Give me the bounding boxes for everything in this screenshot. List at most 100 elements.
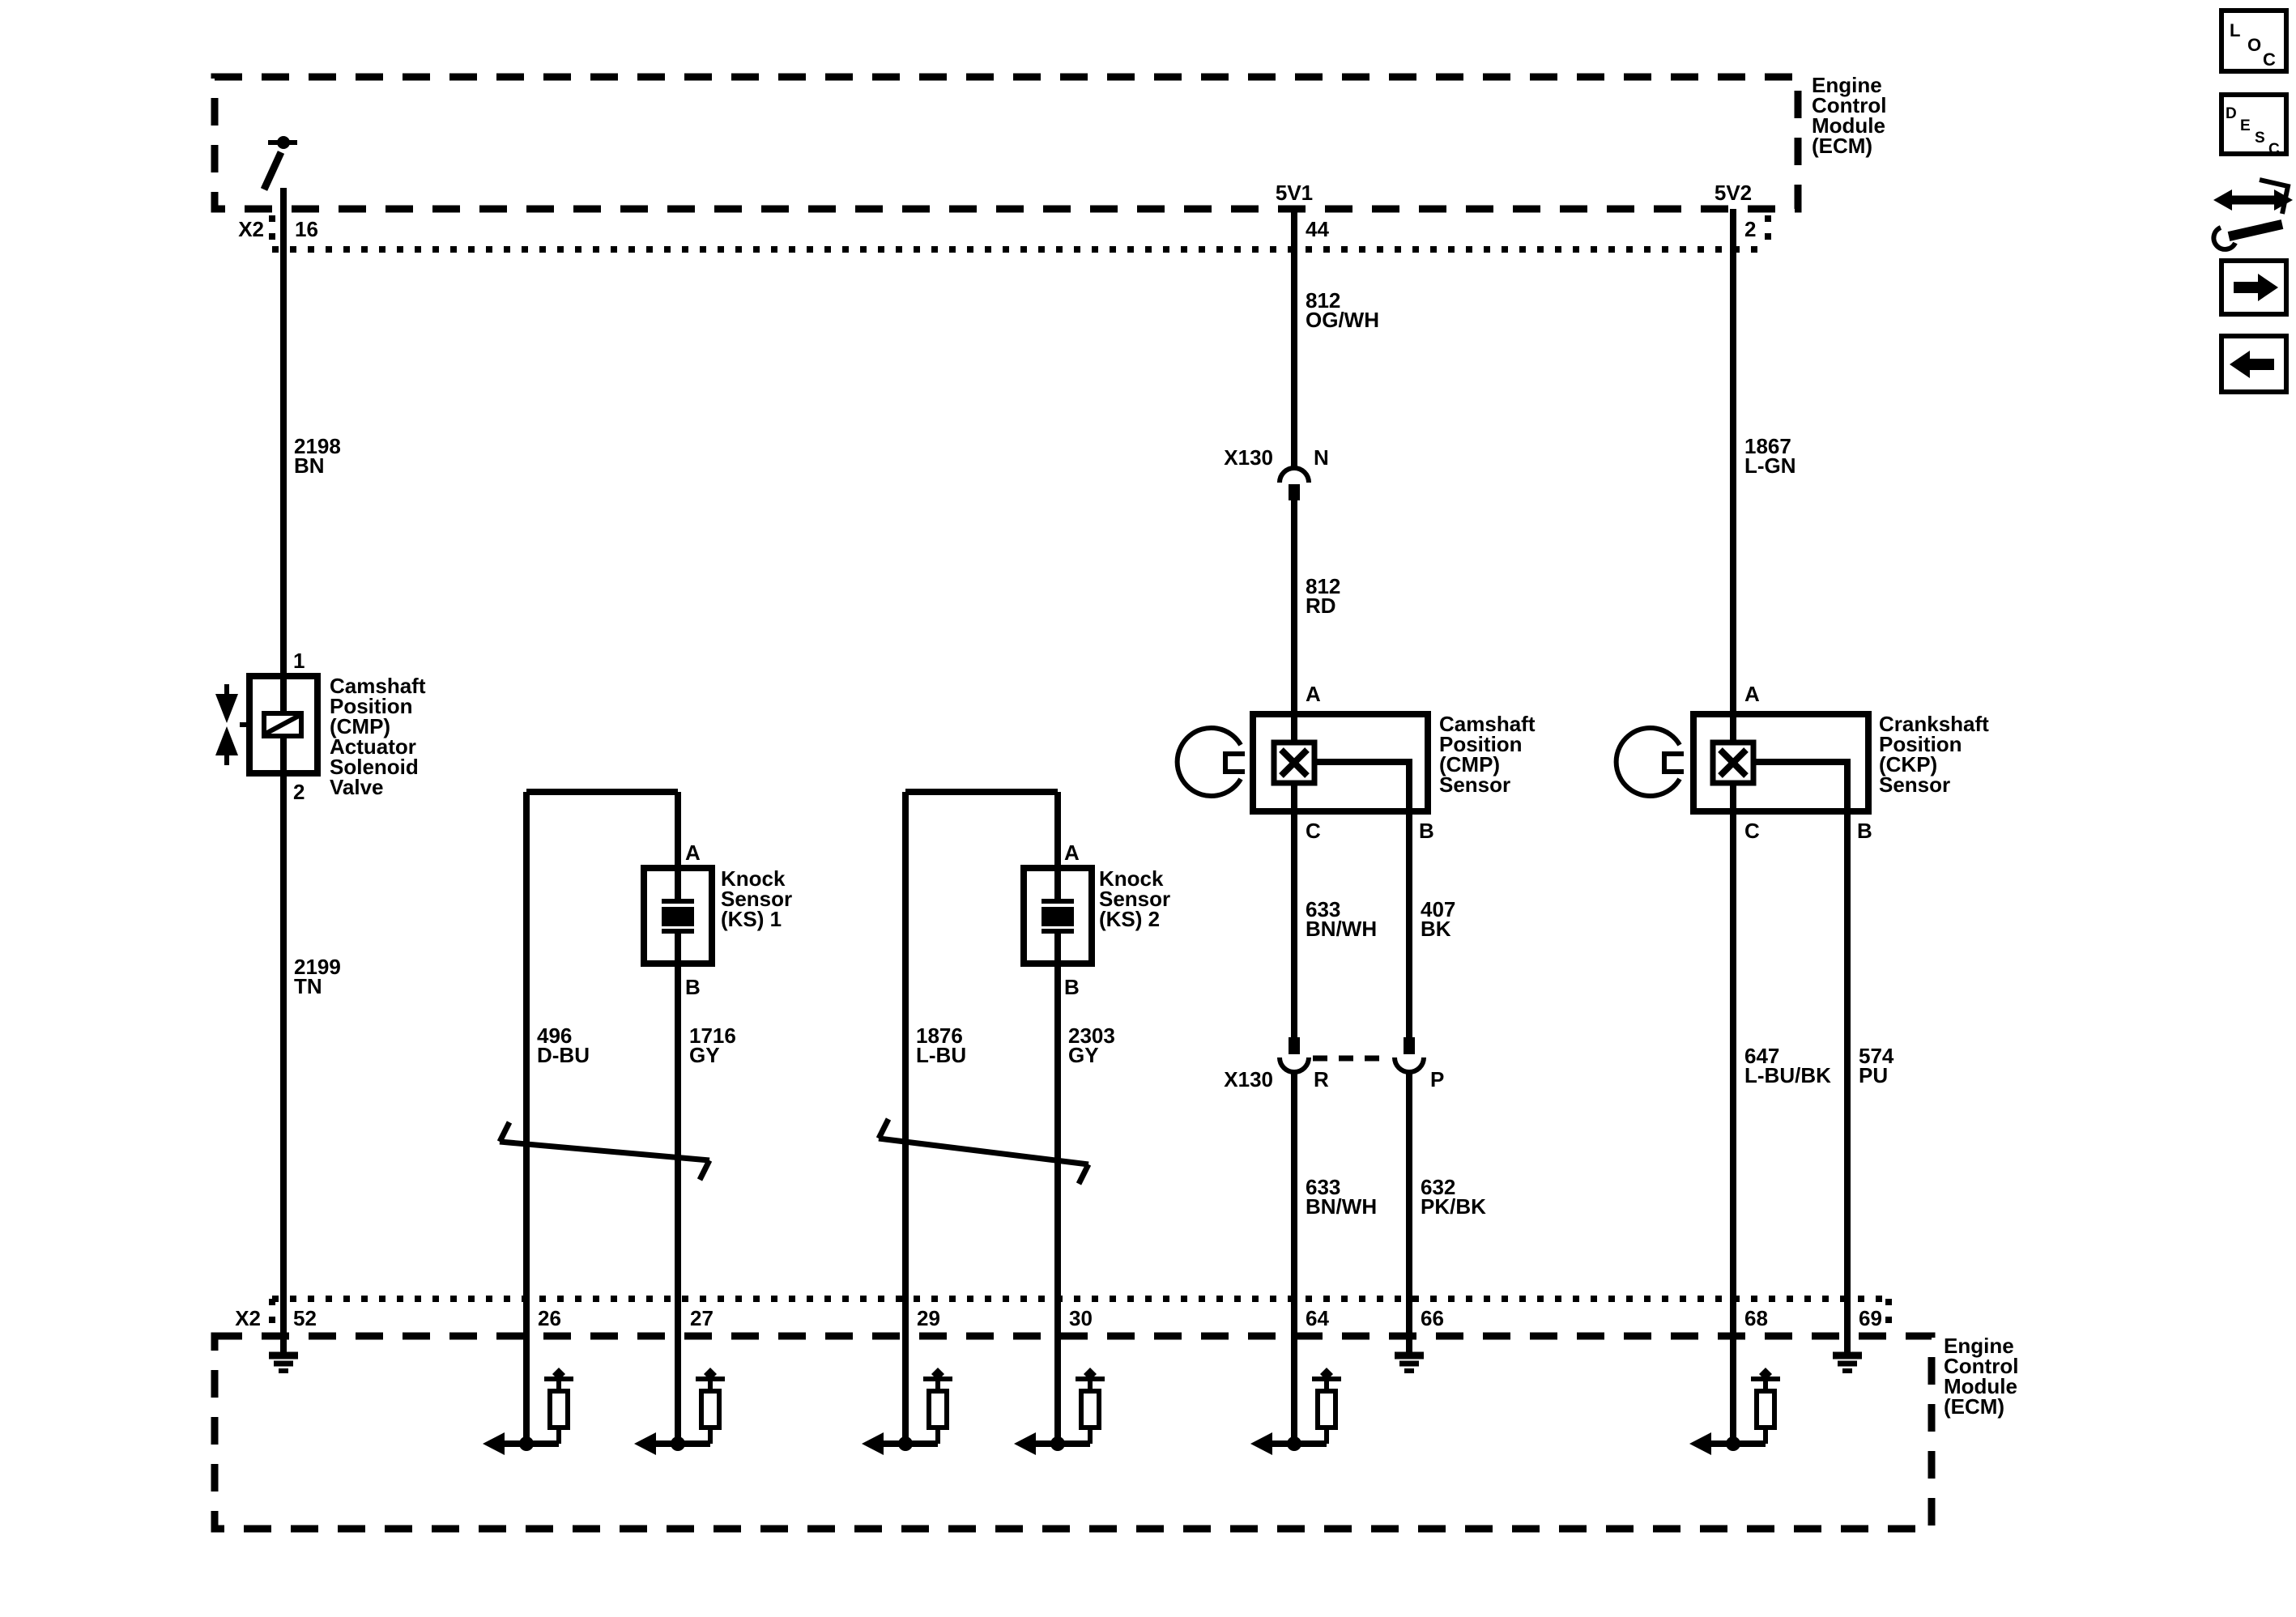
twisted-pair-symbol — [496, 1121, 713, 1181]
wire-color-code: PU — [1859, 1063, 1888, 1087]
component-label: Camshaft — [330, 674, 426, 698]
connector-x130-n: X130 N — [1224, 445, 1329, 500]
component-label: Knock — [1099, 866, 1164, 891]
ckp-sensor: A C B Crankshaft Position (CKP) Sensor 6… — [1617, 682, 1989, 1444]
ecm-bottom-label: (ECM) — [1944, 1394, 2004, 1419]
pin-number: 64 — [1306, 1306, 1329, 1330]
loc-button[interactable]: L O C — [2219, 8, 2289, 74]
pin-number: 1 — [293, 649, 305, 673]
wire-circuit-number: 407 — [1421, 897, 1455, 921]
pin-letter: P — [1430, 1067, 1444, 1091]
ecm-driver-switch — [260, 136, 297, 191]
wrench-arrows-icon — [2211, 177, 2293, 252]
ecm-top-label: (ECM) — [1812, 134, 1872, 158]
pin-number: 16 — [295, 217, 318, 241]
desc-letter: C — [2268, 141, 2280, 158]
forward-button[interactable] — [2219, 258, 2289, 317]
inline-connector-icon — [1280, 1037, 1309, 1072]
loc-letter: L — [2230, 20, 2240, 40]
component-label: Camshaft — [1439, 712, 1536, 736]
loc-letter: C — [2263, 49, 2276, 70]
pin-letter: C — [1744, 819, 1760, 843]
pin-number: 69 — [1859, 1306, 1882, 1330]
pin-number: 30 — [1069, 1306, 1093, 1330]
connector-name: X2 — [235, 1306, 261, 1330]
wire-color-code: GY — [689, 1043, 720, 1067]
component-label: Position — [330, 694, 413, 718]
wire-5v1-branch: 812 OG/WH 812 RD — [1291, 209, 1379, 743]
component-label: (CMP) — [1439, 752, 1500, 777]
pin-letter: B — [1857, 819, 1872, 843]
desc-letter: E — [2240, 117, 2251, 134]
wire-color-code: BN — [294, 453, 325, 478]
wire-1867-lgn: 1867 L-GN — [1730, 209, 1796, 743]
ecm-top-label: Engine — [1812, 73, 1882, 97]
knock-sensor-2-circuit: A B Knock Sensor (KS) 2 1876 L-BU 2303 G… — [875, 789, 1170, 1444]
cmp-sensor: A C B Camshaft Position (CMP) Sensor 633… — [1178, 682, 1536, 1037]
wire-color-code: BN/WH — [1306, 917, 1377, 941]
desc-letter: D — [2226, 105, 2237, 122]
loc-letter: O — [2247, 35, 2261, 55]
connector-name: X2 — [238, 217, 264, 241]
valve-symbol — [215, 684, 249, 765]
pin-number: 68 — [1744, 1306, 1768, 1330]
pin-letter: B — [1419, 819, 1434, 843]
rail-5v1-label: 5V1 — [1276, 181, 1313, 205]
wire-color-code: D-BU — [537, 1043, 590, 1067]
wire-color-code: L-BU/BK — [1744, 1063, 1831, 1087]
sensor-element-icon — [1274, 743, 1314, 783]
pin-letter: A — [1064, 840, 1080, 865]
pin-number: 66 — [1421, 1306, 1444, 1330]
pin-letter: B — [685, 975, 701, 999]
wire-color-code: BN/WH — [1306, 1194, 1377, 1219]
component-label: Valve — [330, 775, 384, 799]
wire-color-code: OG/WH — [1306, 308, 1379, 332]
pin-number: 26 — [538, 1306, 561, 1330]
cmp-actuator-solenoid-valve: 1 2 Camshaft Position (CMP) Actuator Sol… — [215, 649, 426, 804]
repair-procedure-button[interactable] — [2211, 177, 2293, 252]
component-label: (KS) 1 — [721, 907, 782, 931]
twisted-pair-symbol — [875, 1117, 1092, 1185]
connector-name: X130 — [1224, 445, 1273, 470]
left-arrow-icon — [2230, 351, 2274, 378]
pin-number: 27 — [690, 1306, 714, 1330]
pin-letter: B — [1064, 975, 1080, 999]
component-label: Actuator — [330, 734, 416, 759]
reluctor-ring-icon — [1178, 728, 1245, 796]
component-label: Crankshaft — [1879, 712, 1989, 736]
pin-letter: A — [1306, 682, 1321, 706]
wire-circuit-number: 496 — [537, 1023, 572, 1048]
wire-circuit-number: 647 — [1744, 1044, 1779, 1068]
wire-circuit-number: 1876 — [916, 1023, 963, 1048]
back-button[interactable] — [2219, 334, 2289, 394]
ground-symbol — [1833, 1355, 1862, 1371]
ecm-top-label: Control — [1812, 93, 1886, 117]
wire-color-code: RD — [1306, 594, 1336, 618]
ecm-top-label: Module — [1812, 113, 1885, 138]
component-label: Sensor — [1439, 772, 1510, 797]
wire-circuit-number: 2198 — [294, 434, 341, 458]
pin-letter: C — [1306, 819, 1321, 843]
ecm-bottom-label: Control — [1944, 1354, 2018, 1378]
wire-circuit-number: 1716 — [689, 1023, 736, 1048]
piezo-element — [1042, 868, 1074, 964]
component-label: (KS) 2 — [1099, 907, 1160, 931]
reluctor-ring-icon — [1617, 728, 1684, 796]
right-arrow-icon — [2234, 274, 2278, 301]
desc-letter: S — [2255, 130, 2265, 147]
desc-button[interactable]: D E S C — [2219, 92, 2289, 158]
wire-circuit-number: 633 — [1306, 1175, 1340, 1199]
inline-connector-icon — [1395, 1037, 1424, 1072]
ecm-bottom-box: Engine Control Module (ECM) — [211, 1332, 2018, 1533]
component-label: Knock — [721, 866, 786, 891]
component-label: Position — [1879, 732, 1962, 756]
ecm-bottom-label: Module — [1944, 1374, 2017, 1398]
wire-color-code: L-BU — [916, 1043, 966, 1067]
wire-circuit-number: 812 — [1306, 288, 1340, 313]
connector-x2-bottom: X2 52 26 27 29 30 64 66 68 69 — [235, 1296, 1892, 1334]
wire-circuit-number: 1867 — [1744, 434, 1791, 458]
component-label: Position — [1439, 732, 1523, 756]
ecm-top-box: Engine Control Module (ECM) — [211, 73, 1886, 213]
wire-circuit-number: 574 — [1859, 1044, 1894, 1068]
connector-x130-rp: X130 R P 633 BN/WH 632 PK/BK — [1224, 1037, 1486, 1444]
